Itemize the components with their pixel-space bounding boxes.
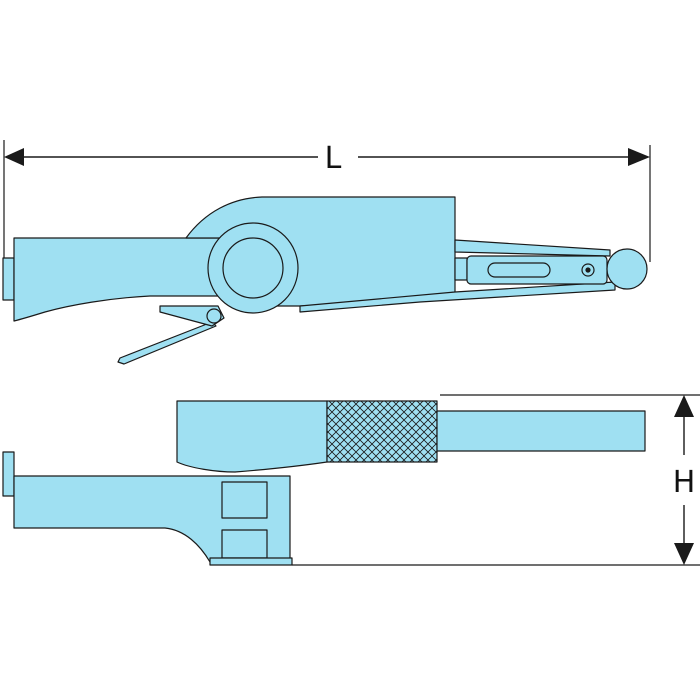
side-tension-screw-dot [585,267,591,273]
height-label: H [673,465,696,500]
side-end-cap [2,257,15,301]
top-view [2,400,646,566]
height-dimension [292,394,700,566]
side-tension-block [454,257,468,281]
height-arrow-bottom [674,543,694,565]
top-gear-block-upper [221,481,268,519]
side-trigger-pivot [206,308,222,324]
top-base-plate [209,557,293,566]
length-arrow-left [4,148,24,166]
top-motor-housing [176,400,328,473]
side-pulley-inner [222,237,284,299]
side-handle [13,237,241,322]
top-gear-block-lower [221,529,268,559]
top-end-cap [2,451,15,497]
side-trigger-lever [117,321,217,365]
length-dimension [3,140,651,298]
side-belt-arm [299,281,616,313]
height-arrow-top [674,395,694,417]
top-knurled-grip [326,400,438,463]
side-view [2,196,648,365]
length-label: L [325,141,342,176]
side-contact-wheel [606,248,648,290]
length-arrow-right [628,148,650,166]
side-belt-upper [454,239,611,257]
side-tension-slot [487,262,551,278]
top-belt-arm [436,410,646,452]
